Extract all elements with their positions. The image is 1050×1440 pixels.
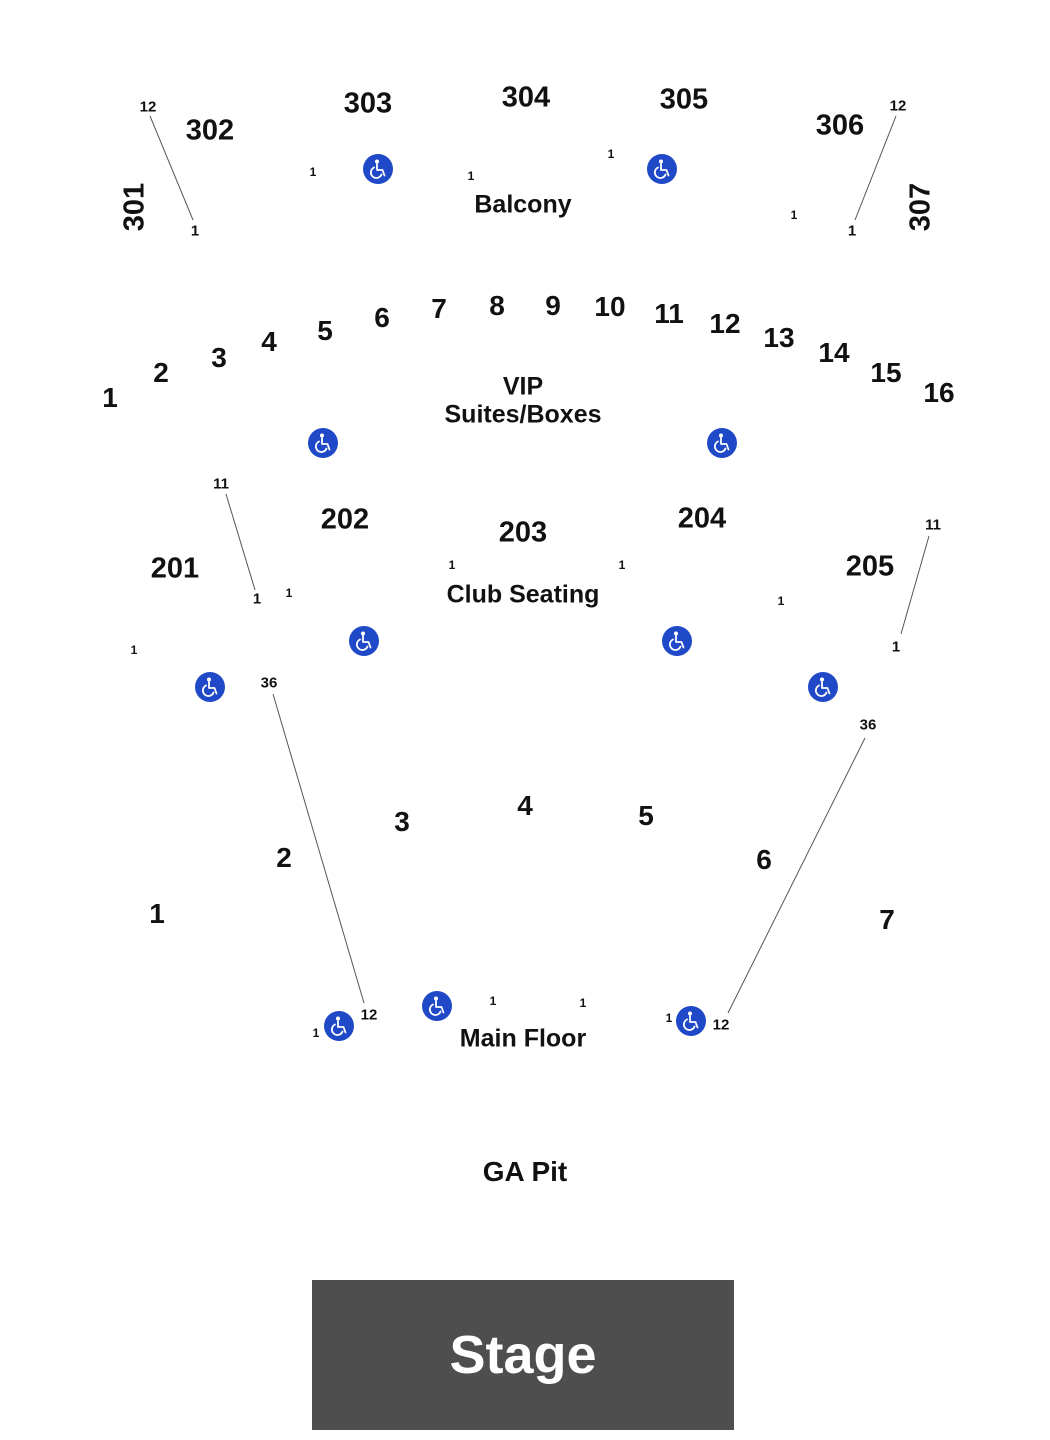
- suite-3[interactable]: 3: [211, 342, 227, 373]
- row-label: 1: [130, 643, 138, 657]
- row-line-201: [225, 493, 256, 591]
- wheelchair-icon: [308, 428, 338, 458]
- row-label: 1: [467, 169, 475, 183]
- section-304[interactable]: 304: [501, 81, 551, 114]
- row-label: 1: [579, 996, 587, 1010]
- area-main-floor-label: Main Floor: [459, 1024, 587, 1053]
- row-line-301: [149, 115, 194, 221]
- section-201[interactable]: 201: [150, 552, 200, 585]
- suite-12[interactable]: 12: [709, 308, 741, 339]
- row-label: 1: [285, 586, 293, 600]
- suite-9[interactable]: 9: [545, 290, 561, 321]
- row-label: 12: [139, 98, 157, 116]
- floor-section-4[interactable]: 4: [517, 790, 533, 821]
- floor-section-5[interactable]: 5: [638, 800, 654, 831]
- suite-11[interactable]: 11: [654, 298, 684, 329]
- row-label: 11: [213, 475, 229, 493]
- suite-1[interactable]: 1: [102, 382, 118, 413]
- suite-10[interactable]: 10: [594, 291, 626, 322]
- row-label: 11: [925, 516, 941, 534]
- row-label: 12: [360, 1006, 378, 1024]
- wheelchair-icon: [363, 154, 393, 184]
- row-label: 1: [448, 558, 456, 572]
- floor-section-7[interactable]: 7: [879, 904, 895, 935]
- wheelchair-icon: [349, 626, 379, 656]
- suite-14[interactable]: 14: [818, 337, 850, 368]
- section-202[interactable]: 202: [320, 503, 370, 536]
- suite-13[interactable]: 13: [763, 322, 795, 353]
- row-label: 1: [190, 222, 200, 240]
- row-label: 36: [260, 674, 278, 692]
- row-label: 1: [489, 994, 497, 1008]
- suite-5[interactable]: 5: [317, 315, 333, 346]
- section-306[interactable]: 306: [815, 109, 865, 142]
- section-205[interactable]: 205: [845, 550, 895, 583]
- wheelchair-icon: [808, 672, 838, 702]
- stage: Stage: [312, 1280, 734, 1430]
- area-ga-pit[interactable]: GA Pit: [482, 1156, 568, 1187]
- suite-6[interactable]: 6: [374, 302, 390, 333]
- section-305[interactable]: 305: [659, 83, 709, 116]
- section-302[interactable]: 302: [185, 114, 235, 147]
- row-line-205: [900, 535, 930, 635]
- suite-4[interactable]: 4: [261, 326, 277, 357]
- section-301[interactable]: 301: [118, 182, 151, 232]
- area-vip-label-line2: Suites/Boxes: [444, 400, 602, 429]
- stage-label: Stage: [449, 1325, 597, 1385]
- wheelchair-icon: [707, 428, 737, 458]
- suite-16[interactable]: 16: [923, 377, 955, 408]
- floor-section-2[interactable]: 2: [276, 842, 292, 873]
- row-label: 1: [790, 208, 798, 222]
- wheelchair-icon: [676, 1006, 706, 1036]
- floor-section-1[interactable]: 1: [149, 898, 165, 929]
- wheelchair-icon: [195, 672, 225, 702]
- section-203[interactable]: 203: [498, 516, 548, 549]
- suite-8[interactable]: 8: [489, 290, 505, 321]
- wheelchair-icon: [324, 1011, 354, 1041]
- suite-7[interactable]: 7: [431, 293, 447, 324]
- area-club-label: Club Seating: [446, 580, 600, 609]
- floor-section-6[interactable]: 6: [756, 844, 772, 875]
- row-label: 1: [777, 594, 785, 608]
- wheelchair-icon: [422, 991, 452, 1021]
- floor-section-3[interactable]: 3: [394, 806, 410, 837]
- row-line-floor-6: [727, 737, 866, 1014]
- row-label: 1: [312, 1026, 320, 1040]
- wheelchair-icon: [647, 154, 677, 184]
- row-line-floor-2: [272, 693, 365, 1004]
- row-label: 1: [847, 222, 857, 240]
- row-label: 1: [607, 147, 615, 161]
- section-307[interactable]: 307: [904, 182, 937, 232]
- row-label: 1: [891, 638, 901, 656]
- suite-2[interactable]: 2: [153, 357, 169, 388]
- row-label: 12: [712, 1016, 730, 1034]
- row-label: 12: [889, 97, 907, 115]
- area-balcony-label: Balcony: [474, 190, 572, 219]
- row-label: 1: [665, 1011, 673, 1025]
- suite-15[interactable]: 15: [870, 357, 902, 388]
- section-303[interactable]: 303: [343, 87, 393, 120]
- section-204[interactable]: 204: [677, 502, 727, 535]
- row-label: 1: [252, 590, 262, 608]
- row-label: 1: [309, 165, 317, 179]
- area-vip-label-line1: VIP: [502, 372, 544, 401]
- row-label: 36: [859, 716, 877, 734]
- row-label: 1: [618, 558, 626, 572]
- wheelchair-icon: [662, 626, 692, 656]
- row-line-307: [854, 115, 897, 221]
